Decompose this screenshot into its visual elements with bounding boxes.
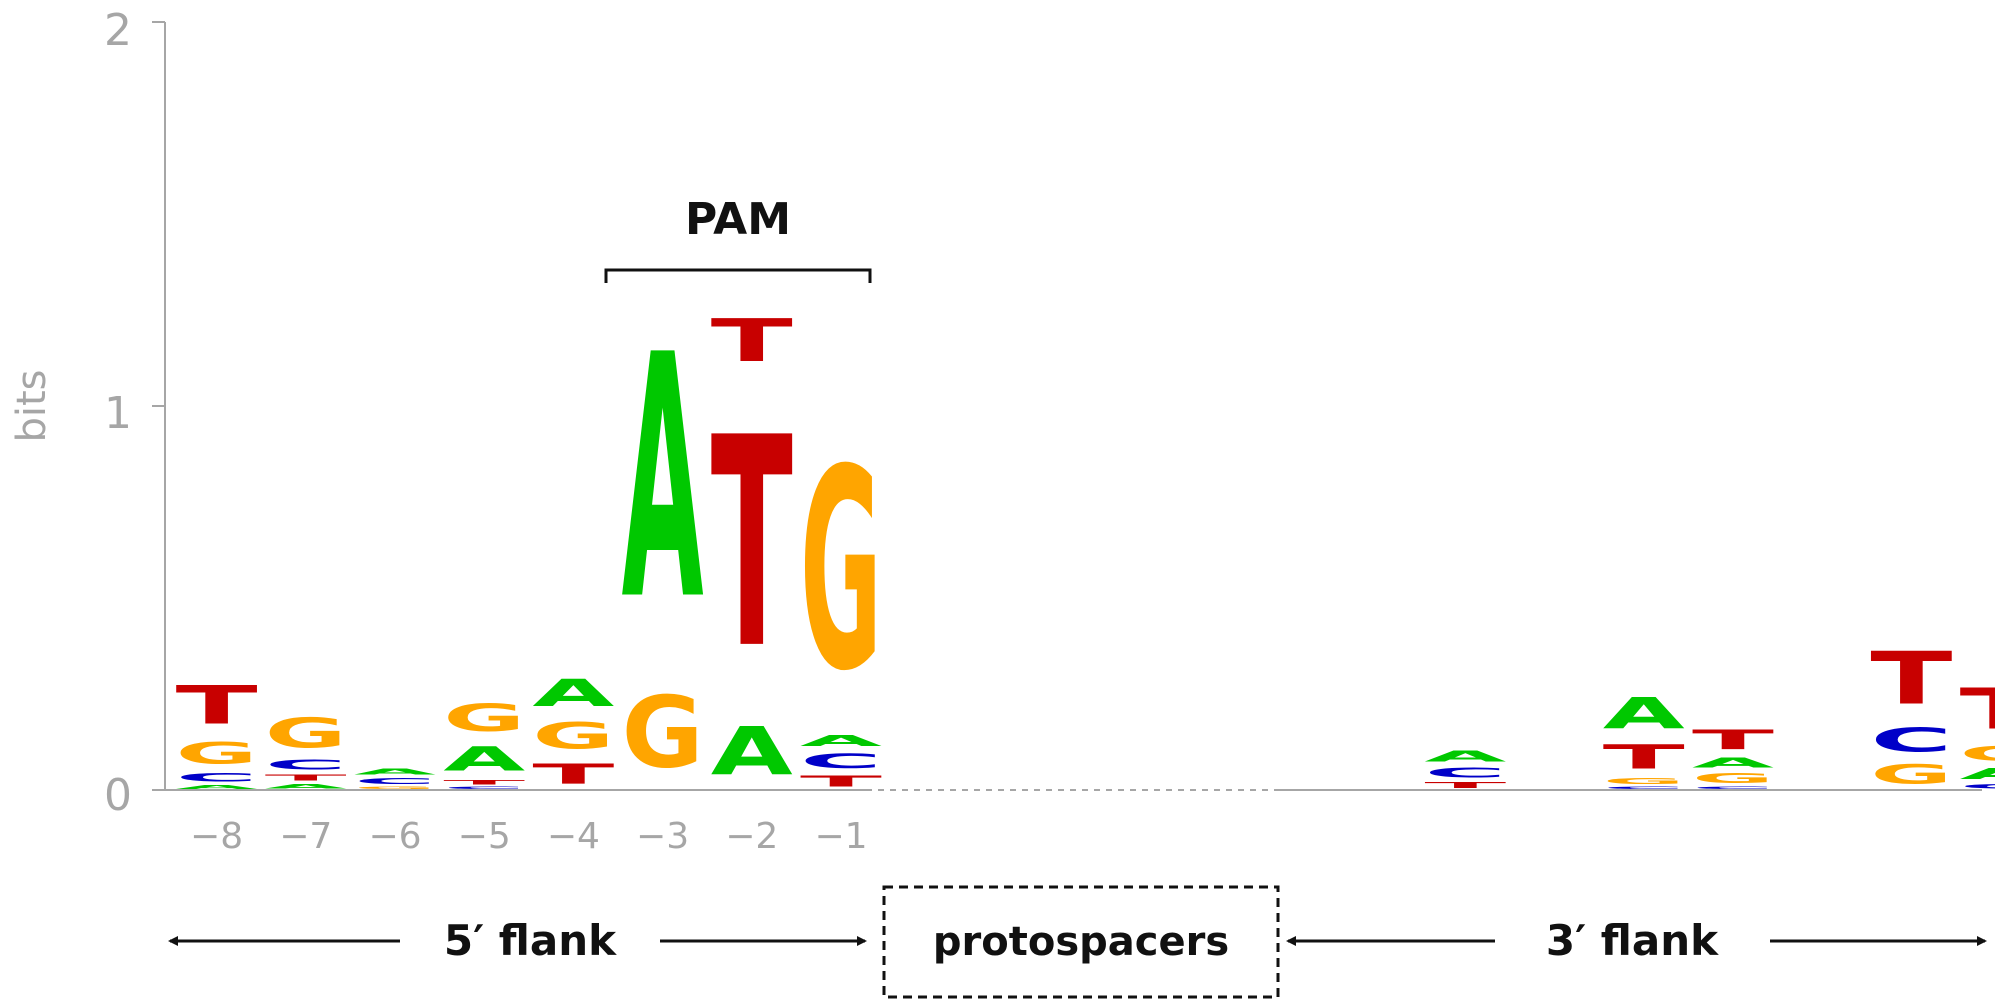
x-tick-label: −5 bbox=[458, 816, 511, 857]
logo-letter-g: G bbox=[1870, 760, 1952, 791]
x-tick-label: −1 bbox=[814, 816, 867, 857]
logo-letter-c: C bbox=[443, 786, 525, 790]
logo-letter-a: A bbox=[1424, 748, 1507, 765]
logo-letter-g: G bbox=[1603, 777, 1685, 787]
logo-letter-c: C bbox=[1960, 782, 1995, 790]
logo-letter-c: C bbox=[1692, 786, 1774, 790]
logo-letter-t: T bbox=[1692, 725, 1774, 756]
logo-letter-a: A bbox=[711, 713, 793, 790]
y-tick-label-0: 0 bbox=[104, 770, 132, 821]
logo-letter-a: A bbox=[622, 284, 704, 674]
pam-label: PAM bbox=[685, 194, 791, 245]
logo-letter-a: A bbox=[1960, 765, 1995, 782]
logo-letter-g: G bbox=[265, 710, 347, 758]
three-prime-flank-label: 3′ flank bbox=[1546, 916, 1719, 965]
logo-letter-a: A bbox=[354, 767, 436, 777]
logo-letter-a: A bbox=[800, 732, 883, 749]
logo-letter-a: A bbox=[265, 782, 347, 790]
logo-letter-t: T bbox=[1870, 637, 1952, 721]
logo-letter-t: T bbox=[176, 675, 258, 736]
logo-letter-g: G bbox=[176, 737, 258, 771]
logo-letter-c: C bbox=[176, 771, 258, 784]
logo-letter-c: C bbox=[1603, 786, 1685, 790]
logo-letter-t: T bbox=[1603, 738, 1685, 776]
x-tick-label: −4 bbox=[547, 816, 600, 857]
logo-letter-g: G bbox=[443, 696, 525, 740]
logo-letter-t: T bbox=[800, 773, 882, 790]
y-tick-label-1: 1 bbox=[104, 388, 132, 439]
logo-letter-c: C bbox=[800, 750, 882, 773]
logo-letter-t: T bbox=[711, 378, 793, 714]
logo-letter-g: G bbox=[622, 676, 704, 790]
logo-letter-g: G bbox=[1960, 742, 1995, 765]
logo-letter-g: G bbox=[532, 715, 614, 757]
logo-letter-g: G bbox=[800, 411, 882, 731]
x-tick-label: −2 bbox=[725, 816, 778, 857]
x-tick-label: −6 bbox=[368, 816, 421, 857]
pam-bracket bbox=[604, 268, 872, 283]
x-tick-label: −8 bbox=[190, 816, 243, 857]
logo-letter-c: C bbox=[265, 757, 347, 772]
x-tick-label: −7 bbox=[279, 816, 332, 857]
logo-letter-a: A bbox=[176, 784, 258, 790]
logo-letter-t: T bbox=[265, 773, 347, 783]
logo-letter-t: T bbox=[443, 779, 525, 787]
five-prime-flank-label: 5′ flank bbox=[444, 916, 617, 965]
logo-letter-a: A bbox=[1692, 755, 1775, 770]
x-tick-label: −3 bbox=[636, 816, 689, 857]
y-axis-label: bits bbox=[9, 369, 55, 442]
logo-letter-g: G bbox=[1692, 771, 1774, 786]
x-tick-labels: −8 −7 −6 −5 −4 −3 −2 −1 bbox=[190, 816, 867, 857]
logo-letter-g: G bbox=[354, 786, 436, 790]
y-tick-label-2: 2 bbox=[104, 5, 132, 56]
logo-letter-t: T bbox=[711, 307, 793, 376]
logo-letter-c: C bbox=[354, 777, 436, 787]
protospacers-box bbox=[882, 885, 1280, 999]
logo-letter-c: C bbox=[1424, 765, 1506, 780]
logo-letter-a: A bbox=[443, 740, 525, 778]
logo-letter-t: T bbox=[1960, 677, 1995, 742]
logo-letter-c: C bbox=[1870, 722, 1952, 760]
protospacers-label: protospacers bbox=[933, 919, 1229, 965]
logo-letter-t: T bbox=[1424, 781, 1506, 791]
logo-letter-a: A bbox=[532, 671, 615, 715]
logo-letter-t: T bbox=[532, 757, 615, 790]
logo-letter-a: A bbox=[1603, 689, 1686, 739]
